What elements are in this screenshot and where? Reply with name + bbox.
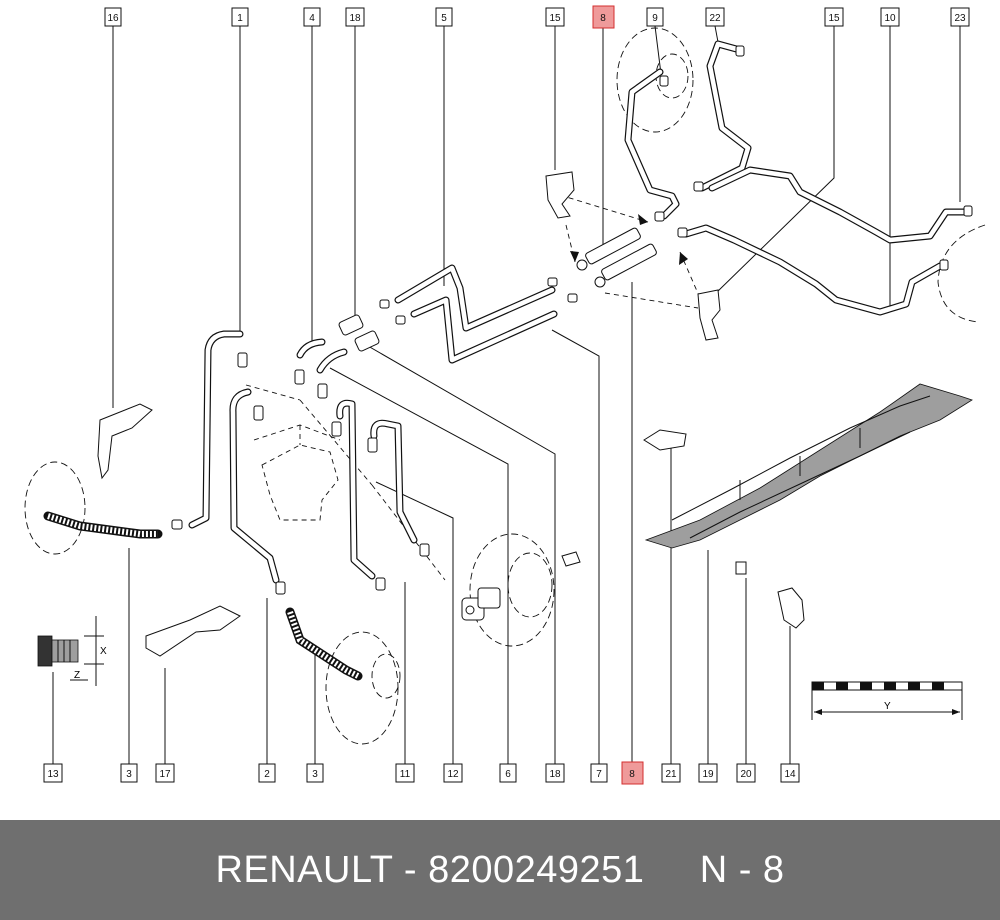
callout-top-4: 4 — [303, 7, 321, 27]
callout-bot-8-highlight: 8 — [621, 761, 644, 785]
callout-top-18: 18 — [345, 7, 365, 27]
svg-text:4: 4 — [309, 13, 315, 24]
callout-top-23: 23 — [950, 7, 970, 27]
callout-bot-11: 11 — [395, 763, 415, 783]
callout-bot-19: 19 — [698, 763, 718, 783]
brackets — [97, 171, 805, 657]
callout-top-1: 1 — [231, 7, 249, 27]
callout-bot-17: 17 — [155, 763, 175, 783]
svg-text:15: 15 — [549, 13, 561, 24]
svg-text:20: 20 — [740, 769, 752, 780]
svg-text:21: 21 — [665, 769, 677, 780]
svg-text:18: 18 — [349, 13, 361, 24]
svg-text:8: 8 — [600, 13, 606, 24]
callout-bot-6: 6 — [499, 763, 517, 783]
svg-text:3: 3 — [126, 769, 132, 780]
dim-label-y: Y — [884, 701, 891, 712]
part-3-hoses — [43, 511, 363, 681]
callout-bot-3b: 3 — [306, 763, 324, 783]
svg-text:6: 6 — [505, 769, 511, 780]
svg-text:18: 18 — [549, 769, 561, 780]
scale-bar — [811, 681, 963, 720]
part-18-unions — [338, 314, 380, 352]
svg-text:17: 17 — [159, 769, 171, 780]
svg-text:3: 3 — [312, 769, 318, 780]
part-13-fitting — [37, 616, 104, 686]
callout-top-15a: 15 — [545, 7, 565, 27]
top-callouts: 16 1 4 18 5 15 8 9 22 15 10 23 — [104, 5, 970, 29]
part-number-banner: RENAULT - 8200249251 N - 8 — [0, 820, 1000, 920]
callout-top-10: 10 — [880, 7, 900, 27]
callout-top-9: 9 — [646, 7, 664, 27]
dimension-labels: X Z Y — [74, 646, 891, 712]
callout-bot-12: 12 — [443, 763, 463, 783]
callout-bot-7: 7 — [590, 763, 608, 783]
assembly-arrows — [559, 194, 701, 309]
brake-pipes — [188, 40, 972, 584]
callout-top-15b: 15 — [824, 7, 844, 27]
part-number-text: RENAULT - 8200249251 N - 8 — [215, 848, 785, 891]
svg-text:15: 15 — [828, 13, 840, 24]
callout-top-22: 22 — [705, 7, 725, 27]
callout-bot-3a: 3 — [120, 763, 138, 783]
svg-text:8: 8 — [629, 769, 635, 780]
abs-block-outline — [245, 384, 446, 581]
svg-text:12: 12 — [447, 769, 459, 780]
callout-top-16: 16 — [104, 7, 122, 27]
callout-top-5: 5 — [435, 7, 453, 27]
callout-bot-21: 21 — [661, 763, 681, 783]
part-19-underbody-panel — [644, 383, 973, 549]
brake-pipe-diagram: X Z Y 16 1 4 18 5 15 8 9 22 15 10 23 13 … — [24, 5, 986, 785]
bottom-callouts: 13 3 17 2 3 11 12 6 18 7 8 21 19 20 14 — [43, 761, 800, 785]
svg-text:11: 11 — [400, 769, 411, 780]
leader-lines — [52, 25, 961, 764]
svg-text:1: 1 — [237, 13, 243, 24]
svg-text:2: 2 — [264, 769, 270, 780]
callout-bot-2: 2 — [258, 763, 276, 783]
svg-text:19: 19 — [702, 769, 714, 780]
svg-text:5: 5 — [441, 13, 447, 24]
dim-label-x: X — [100, 646, 107, 657]
brake-caliper — [461, 587, 501, 621]
svg-text:9: 9 — [652, 13, 658, 24]
callout-top-8-highlight: 8 — [592, 5, 615, 29]
svg-text:14: 14 — [784, 769, 796, 780]
svg-text:13: 13 — [47, 769, 59, 780]
callout-bot-14: 14 — [780, 763, 800, 783]
callout-bot-20: 20 — [736, 763, 756, 783]
svg-text:23: 23 — [954, 13, 966, 24]
part-8-hoses — [576, 227, 657, 288]
svg-text:16: 16 — [107, 13, 119, 24]
svg-text:22: 22 — [709, 13, 721, 24]
callout-bot-13: 13 — [43, 763, 63, 783]
dim-label-z: Z — [74, 670, 80, 681]
svg-text:7: 7 — [596, 769, 602, 780]
svg-text:10: 10 — [884, 13, 896, 24]
callout-bot-18: 18 — [545, 763, 565, 783]
pipe-fittings — [171, 45, 973, 595]
